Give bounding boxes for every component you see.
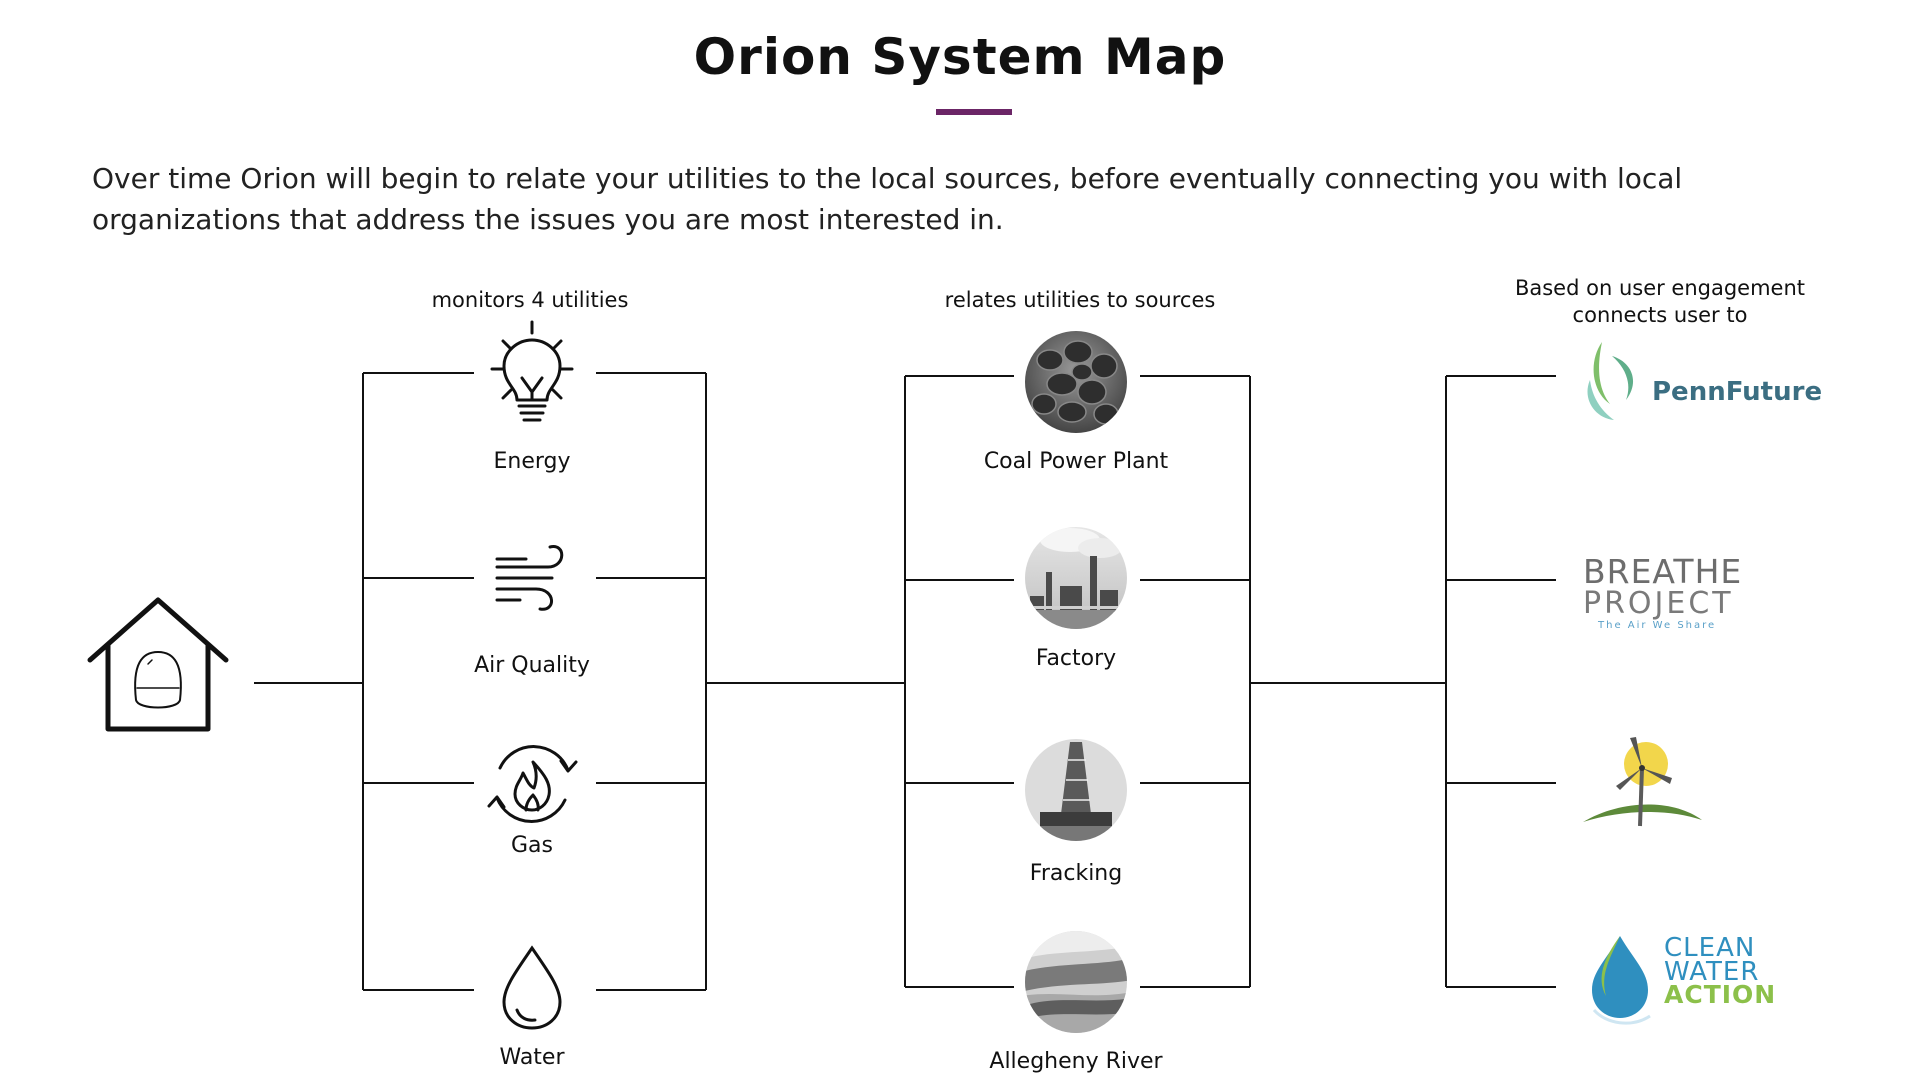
utility-label-energy: Energy [493, 449, 570, 474]
title-underline [936, 109, 1012, 115]
source-label-factory: Factory [1036, 646, 1116, 671]
description: Over time Orion will begin to relate you… [92, 162, 1683, 236]
house-sensor-icon [87, 597, 229, 732]
flame-cycle-icon [487, 745, 578, 823]
breathe-tagline: The Air We Share [1597, 620, 1716, 631]
cwa-line3: ACTION [1664, 980, 1776, 1009]
source-label-coal-power-plant: Coal Power Plant [984, 449, 1169, 474]
factory-photo [1025, 527, 1127, 629]
breathe-project-logo: BREATHE PROJECT The Air We Share [1583, 552, 1742, 631]
wind-turbine-logo [1583, 737, 1702, 827]
utility-label-gas: Gas [511, 833, 553, 858]
coal-photo [1025, 331, 1127, 433]
clean-water-action-logo: CLEAN WATER ACTION [1592, 933, 1776, 1025]
organizations-heading-line1: Based on user engagement [1514, 276, 1806, 300]
source-label-fracking: Fracking [1030, 861, 1122, 886]
wind-icon [495, 545, 564, 611]
cwa-line1: CLEAN [1664, 933, 1755, 963]
pennfuture-name: PennFuture [1652, 377, 1822, 407]
sources-heading: relates utilities to sources [944, 288, 1216, 312]
breathe-line1: BREATHE [1583, 552, 1742, 591]
cwa-line2: WATER [1664, 957, 1759, 987]
organizations-heading-line2: connects user to [1572, 303, 1748, 327]
river-photo [1025, 931, 1127, 1033]
connector-lines [254, 372, 1556, 991]
utilities-heading: monitors 4 utilities [431, 288, 629, 312]
organizations-heading: Based on user engagement connects user t… [1480, 275, 1840, 329]
source-label-allegheny-river: Allegheny River [989, 1049, 1163, 1074]
fracking-rig-photo [1025, 739, 1127, 841]
water-drop-icon [502, 945, 562, 1030]
breathe-line2: PROJECT [1583, 586, 1734, 621]
pennfuture-logo: PennFuture [1587, 342, 1822, 420]
utility-label-water: Water [499, 1045, 565, 1070]
page-title: Orion System Map [693, 28, 1227, 86]
utility-label-air-quality: Air Quality [474, 653, 590, 678]
lightbulb-icon [490, 320, 574, 422]
